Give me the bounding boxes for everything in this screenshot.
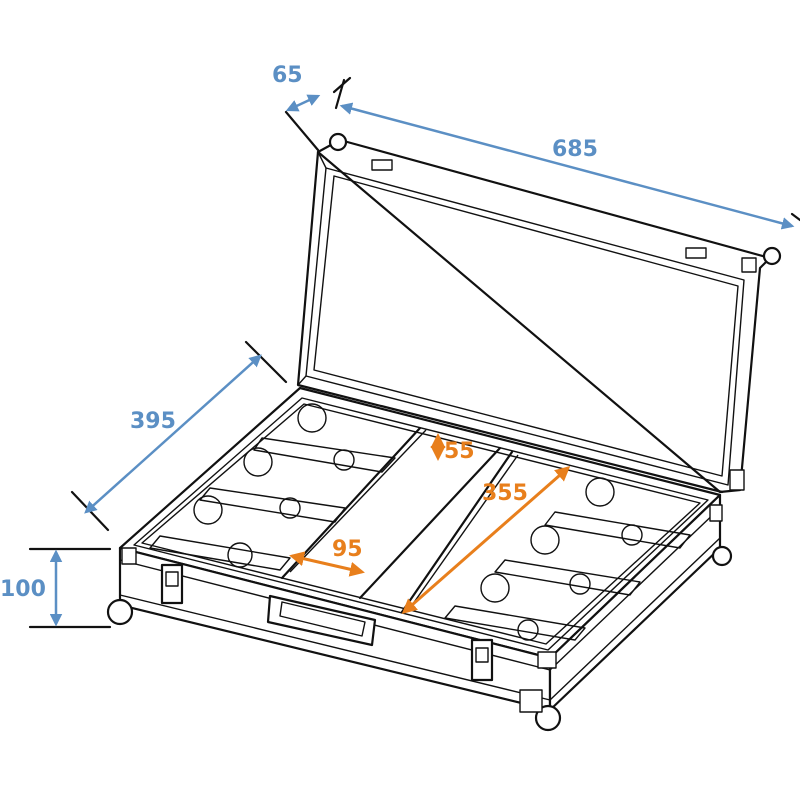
case-base <box>106 386 733 732</box>
dimension-length: 685 <box>334 78 800 230</box>
latch-icon <box>160 563 494 682</box>
dim-685-label: 685 <box>552 137 598 162</box>
dim-55-label: 55 <box>444 439 475 464</box>
dim-95-label: 95 <box>332 537 363 562</box>
dimension-compartment-length: 355 <box>401 466 571 614</box>
corner-icon <box>106 504 733 732</box>
handle-icon <box>266 594 377 647</box>
dimension-lid-depth: 65 <box>272 63 352 152</box>
dim-65-label: 65 <box>272 63 303 88</box>
dim-395-label: 395 <box>130 409 176 434</box>
dim-355-label: 355 <box>482 481 528 506</box>
dimension-width: 395 <box>70 340 288 532</box>
dim-100-label: 100 <box>0 577 46 602</box>
dimension-height: 100 <box>0 547 112 629</box>
dimension-compartment-width: 95 <box>289 537 365 577</box>
dimension-compartment-depth: 55 <box>430 433 475 464</box>
